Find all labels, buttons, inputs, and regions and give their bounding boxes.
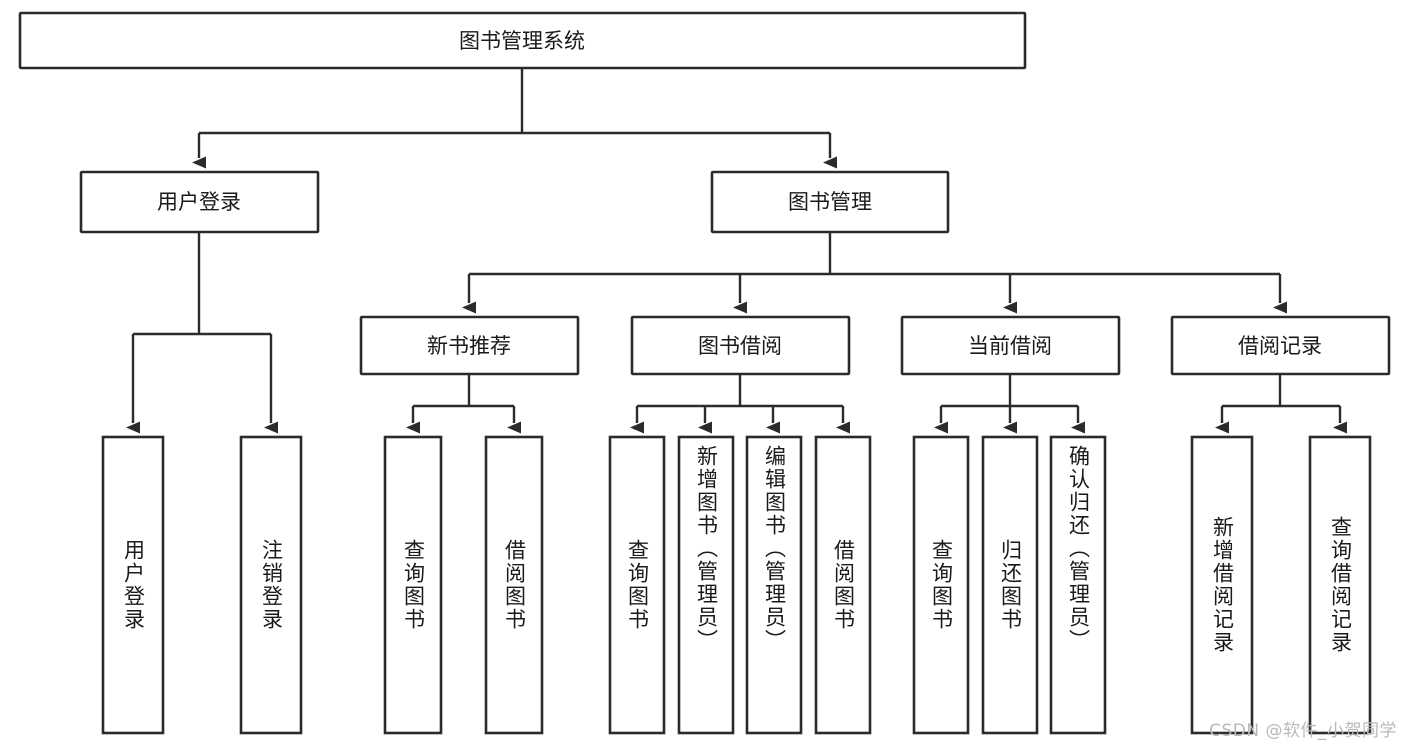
leaf-box-borrow-record-1[interactable]	[1190, 435, 1254, 735]
leaf-box-new-book-2[interactable]	[484, 435, 544, 735]
leaf-box-current-borrow-2[interactable]	[981, 435, 1039, 735]
leaf-box-current-borrow-3[interactable]	[1049, 435, 1107, 735]
leaf-box-borrow-record-2[interactable]	[1308, 435, 1372, 735]
leaf-box-new-book-1[interactable]	[383, 435, 443, 735]
leaf-box-book-borrow-1[interactable]	[608, 435, 666, 735]
node-user-login-label: 用户登录	[157, 190, 241, 214]
node-book-manage-label: 图书管理	[788, 190, 872, 214]
node-new-book-label: 新书推荐	[427, 334, 511, 358]
leaf-box-book-borrow-4[interactable]	[814, 435, 872, 735]
watermark-text: CSDN @软件_小贺同学	[1209, 721, 1397, 741]
leaf-box-book-borrow-3[interactable]	[745, 435, 803, 735]
node-current-borrow-label: 当前借阅	[968, 334, 1052, 358]
node-root-label: 图书管理系统	[459, 29, 585, 53]
leaf-box-user-login-2[interactable]	[239, 435, 303, 735]
leaf-box-book-borrow-2[interactable]	[677, 435, 735, 735]
node-borrow-record-label: 借阅记录	[1238, 334, 1322, 358]
node-book-borrow-label: 图书借阅	[698, 334, 782, 358]
leaf-box-current-borrow-1[interactable]	[912, 435, 970, 735]
leaf-box-user-login-1[interactable]	[101, 435, 165, 735]
